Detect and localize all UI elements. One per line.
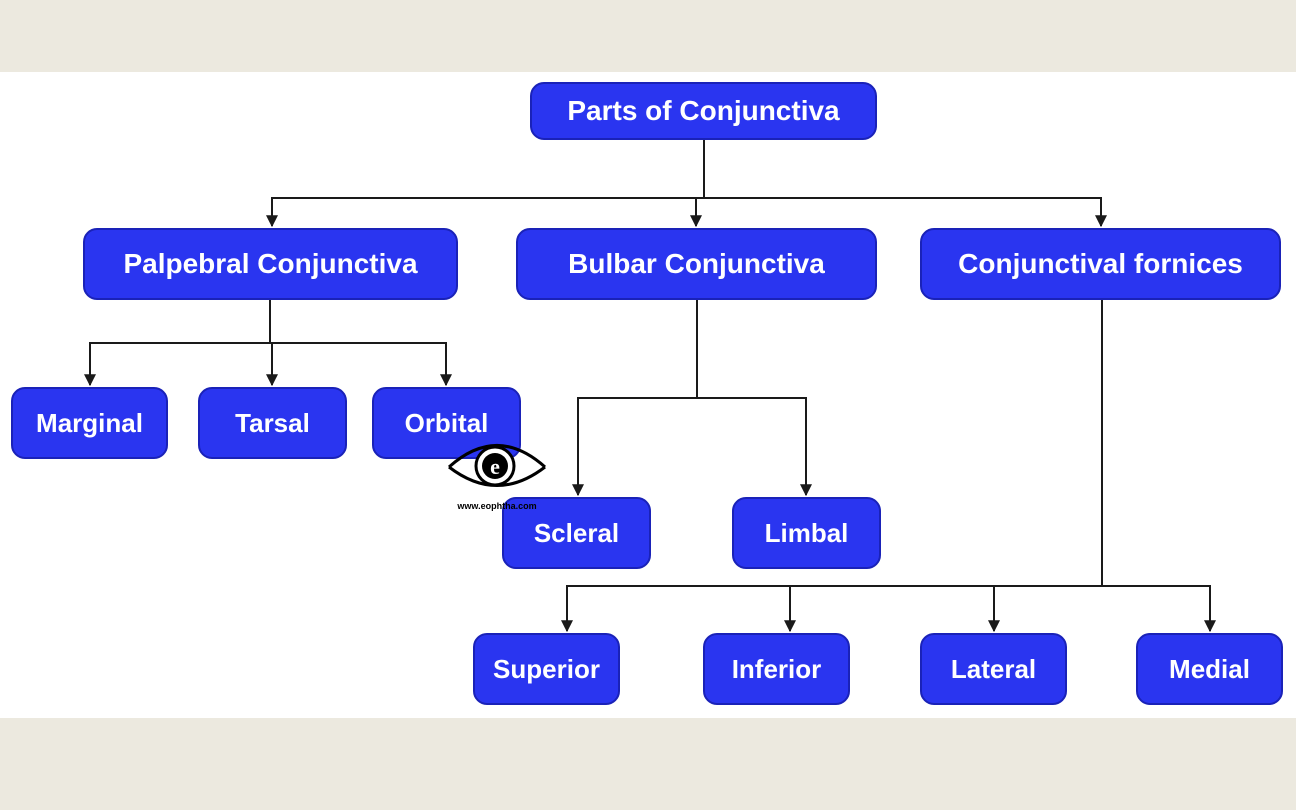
node-limbal: Limbal	[732, 497, 881, 569]
node-inferior: Inferior	[703, 633, 850, 705]
edge-root-to-fornices	[704, 197, 1107, 228]
edge-palpebral-to-orbital	[270, 342, 452, 387]
node-tarsal: Tarsal	[198, 387, 347, 459]
edge-fornices-to-superior	[561, 585, 1102, 633]
node-lateral: Lateral	[920, 633, 1067, 705]
edge-bulbar-to-scleral	[572, 397, 697, 497]
node-conjunctival-fornices: Conjunctival fornices	[920, 228, 1281, 300]
edge-palpebral-to-marginal	[84, 342, 270, 387]
node-parts-of-conjunctiva: Parts of Conjunctiva	[530, 82, 877, 140]
edge-fornices-to-inferior	[784, 585, 1102, 633]
node-superior: Superior	[473, 633, 620, 705]
logo-letter: e	[490, 454, 500, 479]
node-marginal: Marginal	[11, 387, 168, 459]
node-bulbar-conjunctiva: Bulbar Conjunctiva	[516, 228, 877, 300]
edge-fornices-to-medial	[1102, 585, 1216, 633]
eophtha-logo: e www.eophtha.com	[443, 432, 551, 518]
edge-root-to-bulbar	[690, 197, 704, 228]
edge-bulbar-to-limbal	[697, 397, 812, 497]
eye-icon: e	[447, 444, 547, 487]
edge-root-to-palpebral	[266, 197, 704, 228]
edge-palpebral-to-tarsal	[266, 342, 278, 387]
node-scleral: Scleral	[502, 497, 651, 569]
edge-fornices-to-lateral	[988, 585, 1102, 633]
node-palpebral-conjunctiva: Palpebral Conjunctiva	[83, 228, 458, 300]
logo-url: www.eophtha.com	[457, 501, 537, 511]
node-medial: Medial	[1136, 633, 1283, 705]
